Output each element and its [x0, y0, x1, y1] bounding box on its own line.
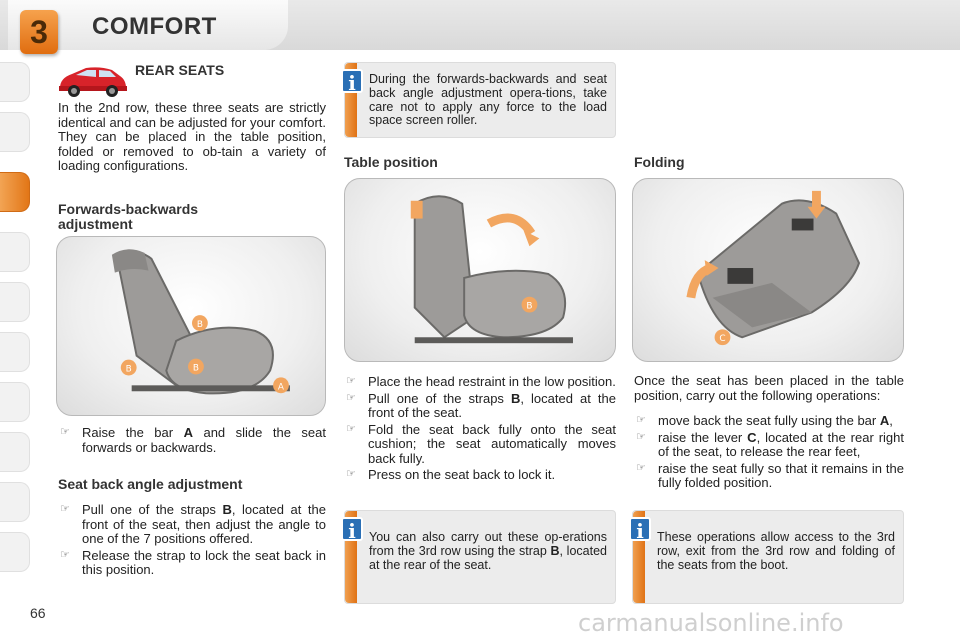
info-top-text: During the forwards-backwards and seat b…: [369, 72, 607, 128]
side-tab[interactable]: [0, 62, 30, 102]
side-tab[interactable]: [0, 282, 30, 322]
side-tab[interactable]: [0, 332, 30, 372]
info-middle-bottom-text: You can also carry out these op-erations…: [369, 530, 607, 572]
label-a: A: [278, 382, 284, 392]
list-item: ☞raise the lever C, located at the rear …: [636, 429, 904, 460]
list-item: ☞Press on the seat back to lock it.: [346, 467, 556, 483]
list-item: ☞Pull one of the straps B, located at th…: [60, 502, 326, 547]
bullet-hand-icon: ☞: [60, 548, 70, 561]
bullet-hand-icon: ☞: [60, 503, 70, 515]
folding-intro: Once the seat has been placed in the tab…: [634, 373, 904, 403]
watermark: carmanualsonline.info: [578, 609, 844, 637]
label-b: B: [526, 302, 532, 312]
bullet-hand-icon: ☞: [346, 391, 356, 404]
fb-bullet-list: ☞Raise the bar A and slide the seat forw…: [58, 425, 326, 457]
bullet-hand-icon: ☞: [346, 375, 356, 387]
seat-adjust-illustration: B B B A: [56, 236, 326, 416]
side-tab[interactable]: [0, 432, 30, 472]
table-position-illustration: B: [344, 178, 616, 362]
info-icon: i: [341, 517, 363, 543]
label-c: C: [719, 334, 725, 344]
rear-seats-intro: In the 2nd row, these three seats are st…: [58, 100, 326, 174]
side-tab[interactable]: [0, 232, 30, 272]
chapter-title: COMFORT: [92, 13, 217, 40]
info-icon: i: [341, 69, 363, 95]
info-right-bottom-text: These operations allow access to the 3rd…: [657, 530, 895, 572]
label-b: B: [126, 364, 132, 374]
list-item: ☞Raise the bar A and slide the seat forw…: [60, 425, 326, 455]
side-tab[interactable]: [0, 532, 30, 572]
bullet-hand-icon: ☞: [60, 426, 70, 438]
seat-back-angle-title: Seat back angle adjustment: [58, 476, 243, 492]
list-item: ☞raise the seat fully so that it remains…: [636, 460, 904, 491]
bullet-hand-icon: ☞: [636, 414, 646, 426]
table-position-title: Table position: [344, 154, 438, 170]
list-item: ☞Place the head restraint in the low pos…: [346, 374, 616, 389]
fb-title-line1: Forwards-backwards: [58, 201, 199, 217]
bullet-hand-icon: ☞: [636, 430, 646, 443]
list-item: ☞Fold the seat back fully onto the seat …: [346, 421, 616, 466]
label-b: B: [193, 364, 199, 374]
car-icon: [59, 67, 127, 97]
section-title: REAR SEATS: [135, 62, 225, 78]
bullet-hand-icon: ☞: [636, 461, 646, 474]
list-item: ☞move back the seat fully using the bar …: [636, 413, 893, 428]
info-icon: i: [629, 517, 651, 543]
side-tab[interactable]: [0, 482, 30, 522]
chapter-number-badge: 3: [20, 10, 58, 54]
info-box-top: i During the forwards-backwards and seat…: [341, 62, 616, 138]
bullet-hand-icon: ☞: [346, 422, 356, 435]
info-box-right-bottom: i These operations allow access to the 3…: [629, 510, 904, 604]
list-item: ☞Pull one of the straps B, located at th…: [346, 390, 616, 421]
folding-illustration: C: [632, 178, 904, 362]
side-tab[interactable]: [0, 112, 30, 152]
sba-bullet-list: ☞Pull one of the straps B, located at th…: [58, 502, 326, 580]
side-tab-active[interactable]: [0, 172, 30, 212]
label-b: B: [197, 320, 203, 330]
fb-title-line2: adjustment: [58, 216, 133, 233]
bullet-hand-icon: ☞: [346, 468, 356, 481]
info-box-middle-bottom: i You can also carry out these op-eratio…: [341, 510, 616, 604]
list-item: ☞Release the strap to lock the seat back…: [60, 547, 326, 578]
fb-adjustment-title: Forwards-backwards adjustment: [58, 201, 199, 233]
side-tab[interactable]: [0, 382, 30, 422]
folding-title: Folding: [634, 154, 685, 170]
page-number: 66: [30, 605, 46, 621]
folding-bullets: ☞move back the seat fully using the bar …: [634, 413, 904, 493]
chapter-side-tabs: [0, 62, 34, 582]
table-position-bullets: ☞Place the head restraint in the low pos…: [344, 374, 616, 485]
